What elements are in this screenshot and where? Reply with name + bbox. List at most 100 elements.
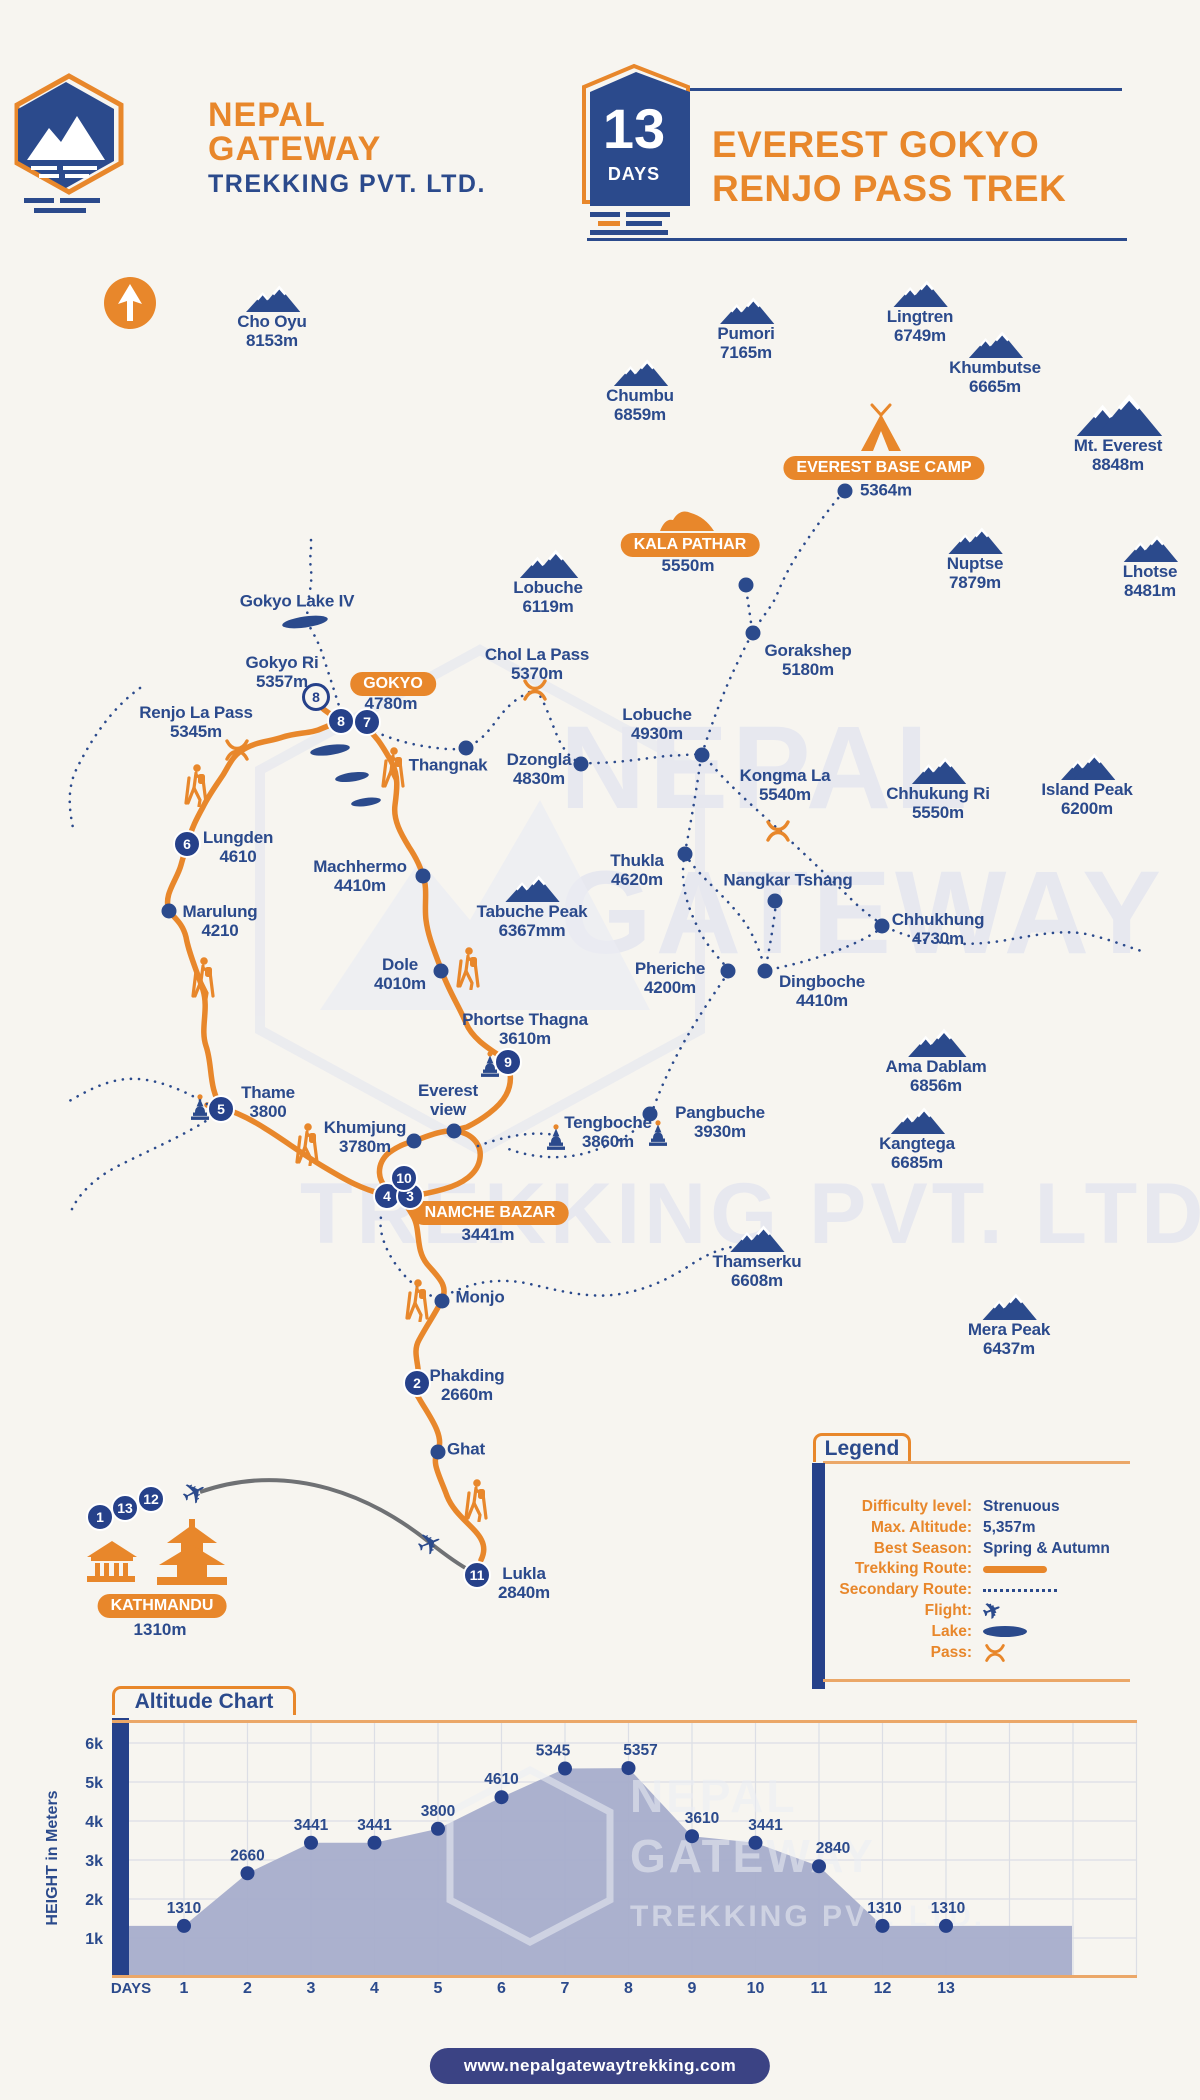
legend-label: Max. Altitude: (870, 1518, 972, 1536)
altitude-value-day-10: 3441 (748, 1817, 783, 1834)
place-text: 3930m (694, 1122, 746, 1141)
place-text: Dole (381, 954, 419, 974)
place-pill-kala-pathar: KALA PATHAR (620, 533, 760, 557)
place-pill-kathmandu: KATHMANDU (97, 1594, 227, 1618)
place-text: Monjo (455, 1287, 505, 1307)
legend-value: 5,357m (983, 1518, 1036, 1536)
place-pill-everest-base-camp: EVEREST BASE CAMP (783, 456, 985, 480)
route-point-thangnak (458, 740, 474, 756)
place-text: Lobuche (622, 704, 692, 724)
peak-name: Ama Dablam (885, 1057, 987, 1077)
altitude-point-day-8 (621, 1761, 636, 1776)
x-tick-day-7: 7 (561, 1980, 570, 1997)
place-text: 2840m (498, 1583, 550, 1602)
place-text: 4730m (912, 929, 964, 948)
chart-ylabel: HEIGHT in Meters (44, 1790, 61, 1925)
north-arrow-icon (102, 275, 158, 331)
peak-name: Lingtren (886, 307, 954, 326)
website-link[interactable]: www.nepalgatewaytrekking.com (429, 2048, 771, 2084)
altitude-point-day-5 (431, 1821, 445, 1836)
place-text: Chhukhung (891, 909, 985, 929)
place-text: 4210 (201, 921, 239, 940)
peak-elevation: 8848m (1092, 455, 1144, 475)
logo-name-line1: NEPAL (208, 96, 326, 134)
altitude-value-day-7: 5345 (536, 1743, 571, 1760)
x-tick-day-13: 13 (937, 1980, 955, 1997)
place-text: Everest (417, 1080, 479, 1100)
peak-nuptse: Nuptse 7879m (947, 526, 1003, 592)
hiker-icon (179, 763, 213, 808)
legend-value (983, 1643, 1007, 1663)
logo-name-line3: TREKKING PVT. LTD. (208, 170, 486, 198)
peak-lhotse: Lhotse 8481m (1122, 534, 1178, 600)
day-marker-9: 9 (494, 1048, 522, 1076)
route-point-machhermo (415, 868, 431, 884)
route-point-lobuche (694, 747, 710, 763)
peak-name: Tabuche Peak (476, 902, 588, 921)
place-text: 4830m (513, 769, 565, 788)
mountain-icon (889, 1106, 945, 1134)
legend-row-best-season: Best Season: Spring & Autumn (812, 1539, 1132, 1559)
lake-icon (281, 613, 329, 631)
peak-name: Lhotse (1122, 562, 1178, 581)
days-badge-label: DAYS (607, 164, 661, 184)
peak-kangtega: Kangtega 6685m (879, 1106, 955, 1172)
x-tick-day-4: 4 (370, 1980, 379, 1997)
logo-hexagon-icon (14, 73, 124, 213)
altitude-point-day-12 (875, 1918, 890, 1933)
monastery-icon (648, 1120, 668, 1147)
peak-name: Nuptse (946, 554, 1004, 573)
legend-label: Flight: (924, 1602, 972, 1619)
day-marker-10: 10 (390, 1164, 418, 1192)
pass-icon (764, 819, 792, 843)
mountain-icon (905, 1027, 967, 1058)
legend-value (983, 1588, 1057, 1592)
route-point-gorakshep (745, 625, 761, 641)
altitude-value-day-4: 3441 (357, 1817, 392, 1834)
peak-name: Cho Oyu (237, 312, 307, 331)
day-marker-12: 12 (137, 1485, 165, 1513)
place-text: 5357m (256, 672, 308, 691)
place-text: Thame (241, 1082, 295, 1102)
mountain-icon (729, 1224, 785, 1252)
y-tick-1k: 1k (85, 1931, 103, 1948)
peak-name: Lobuche (513, 578, 583, 598)
place-text: 3780m (339, 1137, 391, 1156)
place-text: Dzongla (506, 749, 572, 769)
peak-elevation: 6856m (910, 1076, 962, 1096)
route-point-pheriche (720, 963, 736, 979)
place-text: 3800 (249, 1102, 287, 1121)
place-text: Thukla (610, 850, 664, 870)
legend-row-trekking-route: Trekking Route: (812, 1559, 1132, 1579)
peak-island-peak: Island Peak 6200m (1041, 752, 1133, 818)
altitude-value-day-2: 2660 (230, 1847, 264, 1864)
place-label-monjo: Monjo (455, 1287, 504, 1306)
y-tick-3k: 3k (85, 1853, 103, 1870)
mountain-icon (892, 279, 948, 307)
hiker-icon (290, 1122, 324, 1167)
place-text: Gokyo Ri (245, 652, 319, 672)
altitude-value-day-3: 3441 (294, 1817, 329, 1834)
legend-row-lake: Lake: (812, 1622, 1132, 1642)
altitude-chart: NEPAL GATEWAY TREKKING PVT. LTD.13102660… (44, 1718, 1138, 1997)
route-point-chhukhung (874, 918, 890, 934)
place-text: 4410m (334, 876, 386, 895)
route-point (738, 577, 754, 593)
altitude-point-day-10 (748, 1835, 763, 1850)
mountain-icon (967, 330, 1023, 358)
peak-name: Kangtega (879, 1134, 955, 1153)
plane-icon: ✈ (411, 1524, 448, 1565)
altitude-value-day-6: 4610 (484, 1771, 518, 1788)
route-point-pangbuche (642, 1106, 658, 1122)
place-text: 4410m (796, 991, 848, 1010)
peak-ama-dablam: Ama Dablam 6856m (886, 1027, 987, 1096)
peak-thamserku: Thamserku 6608m (713, 1224, 802, 1290)
peak-elevation: 6367mm (498, 921, 566, 941)
